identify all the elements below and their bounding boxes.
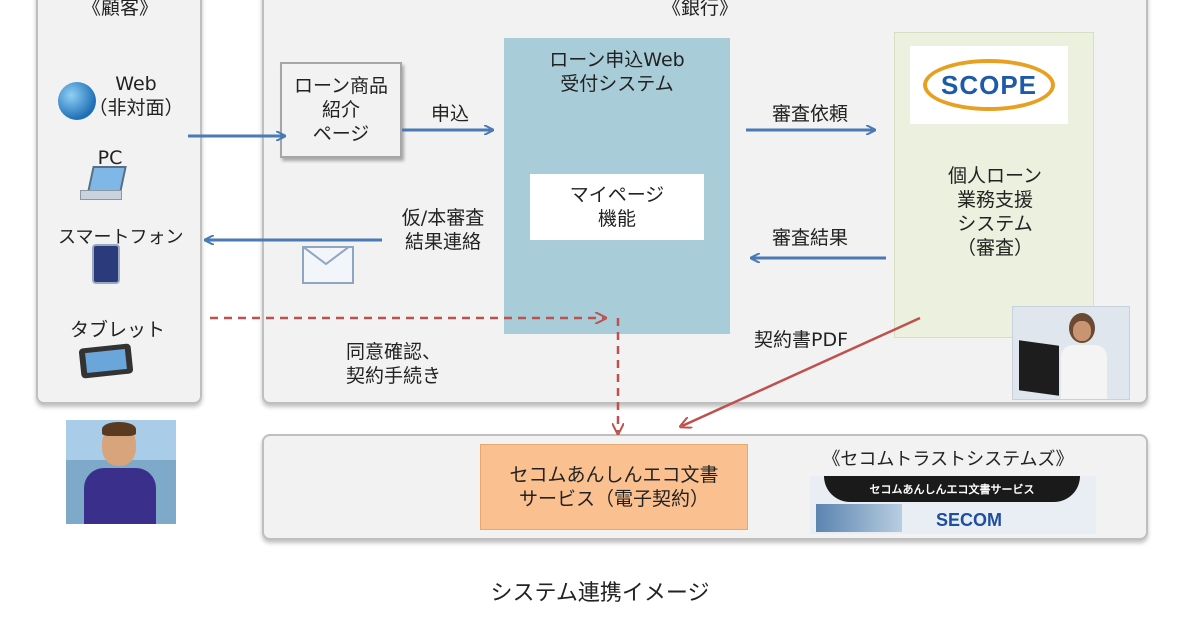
secom-trust-title: 《セコムトラストシステムズ》 xyxy=(822,449,1074,470)
contract-pdf-label: 契約書PDF xyxy=(754,329,849,351)
loan-product-page-box: ローン商品 紹介 ページ xyxy=(280,62,402,158)
customer-panel-title: 《顧客》 xyxy=(81,0,158,19)
review-request-label: 審査依頼 xyxy=(771,103,848,125)
secom-service-box: セコムあんしんエコ文書 サービス（電子契約） xyxy=(480,444,748,530)
customer-panel xyxy=(36,0,202,404)
review-result-label: 審査結果 xyxy=(771,227,848,249)
caption: システム連携イメージ xyxy=(490,581,710,606)
bank-panel-title: 《銀行》 xyxy=(661,0,738,19)
mail-icon xyxy=(302,246,354,284)
customer-photo xyxy=(66,420,176,524)
secom-banner: セコムあんしんエコ文書サービス SECOM xyxy=(810,476,1096,534)
web-reception-title: ローン申込Web 受付システム xyxy=(549,49,685,95)
operator-photo xyxy=(1012,306,1130,400)
scope-system-label: 個人ローン 業務支援 システム （審査） xyxy=(947,165,1043,259)
globe-icon xyxy=(58,82,96,120)
result-notice-label: 仮/本審査 結果連絡 xyxy=(401,207,485,253)
smartphone-icon xyxy=(92,244,120,284)
tablet-label: タブレット xyxy=(70,319,166,341)
scope-logo: SCOPE xyxy=(910,46,1068,124)
secom-logo: SECOM xyxy=(936,510,1003,530)
scope-logo-text: SCOPE xyxy=(940,70,1038,100)
web-label: Web （非対面） xyxy=(88,73,184,119)
secom-banner-photo xyxy=(816,504,902,532)
consent-label: 同意確認、 契約手続き xyxy=(346,341,442,387)
scope-logo-ellipse: SCOPE xyxy=(923,59,1055,111)
laptop-icon xyxy=(80,166,127,202)
secom-banner-band: セコムあんしんエコ文書サービス xyxy=(824,476,1080,502)
apply-label: 申込 xyxy=(430,103,469,125)
arrow-contract-pdf xyxy=(682,316,921,426)
secom-banner-text: セコムあんしんエコ文書サービス xyxy=(869,483,1035,496)
smartphone-label: スマートフォン xyxy=(58,227,184,248)
mypage-function-box: マイページ 機能 xyxy=(530,174,704,240)
pc-label: PC xyxy=(97,147,123,169)
